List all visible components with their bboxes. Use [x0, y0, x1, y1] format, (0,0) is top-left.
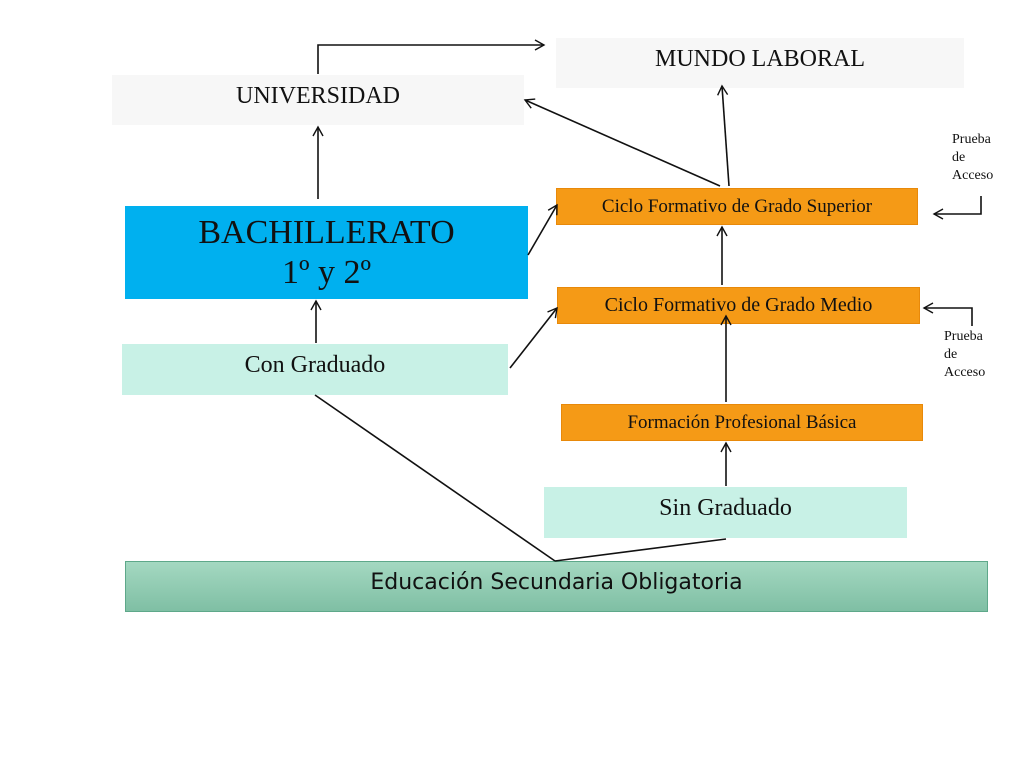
line-eso-to-sin-graduado — [554, 538, 727, 562]
prueba-medio-line3: Acceso — [944, 365, 986, 380]
line-eso-to-con-graduado — [314, 394, 556, 562]
sin-graduado-box: Sin Graduado — [544, 487, 907, 538]
fp-basica-label: Formación Profesional Básica — [627, 411, 857, 433]
grado-superior-label: Ciclo Formativo de Grado Superior — [601, 195, 873, 217]
bachillerato-years: 1º y 2º — [281, 253, 372, 291]
prueba-acceso-superior-note: Prueba de Acceso — [952, 131, 993, 185]
arrow-grado-superior-to-mundo-laboral — [717, 84, 730, 187]
eso-box: Educación Secundaria Obligatoria — [125, 561, 988, 612]
prueba-superior-line3: Acceso — [952, 168, 994, 183]
fp-basica-box: Formación Profesional Básica — [561, 404, 923, 441]
prueba-superior-line1: Prueba — [952, 132, 991, 147]
prueba-medio-line1: Prueba — [944, 329, 983, 344]
con-graduado-box: Con Graduado — [122, 344, 508, 395]
universidad-box: UNIVERSIDAD — [112, 75, 524, 125]
universidad-label: UNIVERSIDAD — [236, 82, 400, 109]
arrow-prueba-acceso-to-grado-superior — [932, 196, 982, 220]
arrow-prueba-acceso-to-grado-medio — [922, 302, 973, 326]
grado-medio-label: Ciclo Formativo de Grado Medio — [604, 294, 873, 316]
bachillerato-title: BACHILLERATO — [198, 213, 455, 251]
bachillerato-box: BACHILLERATO 1º y 2º — [125, 206, 528, 299]
arrow-con-graduado-to-grado-medio — [509, 306, 558, 369]
mundo-laboral-box: MUNDO LABORAL — [556, 38, 964, 88]
prueba-acceso-medio-note: Prueba de Acceso — [944, 328, 985, 382]
arrow-universidad-to-mundo-laboral — [317, 39, 546, 74]
grado-medio-box: Ciclo Formativo de Grado Medio — [557, 287, 920, 324]
sin-graduado-label: Sin Graduado — [659, 495, 792, 521]
con-graduado-label: Con Graduado — [244, 352, 386, 378]
grado-superior-box: Ciclo Formativo de Grado Superior — [556, 188, 918, 225]
eso-label: Educación Secundaria Obligatoria — [370, 570, 743, 595]
arrow-grado-superior-to-universidad — [523, 98, 721, 187]
prueba-superior-line2: de — [952, 150, 966, 165]
arrow-bachillerato-to-grado-superior — [527, 203, 558, 256]
mundo-laboral-label: MUNDO LABORAL — [655, 45, 865, 72]
prueba-medio-line2: de — [944, 347, 958, 362]
